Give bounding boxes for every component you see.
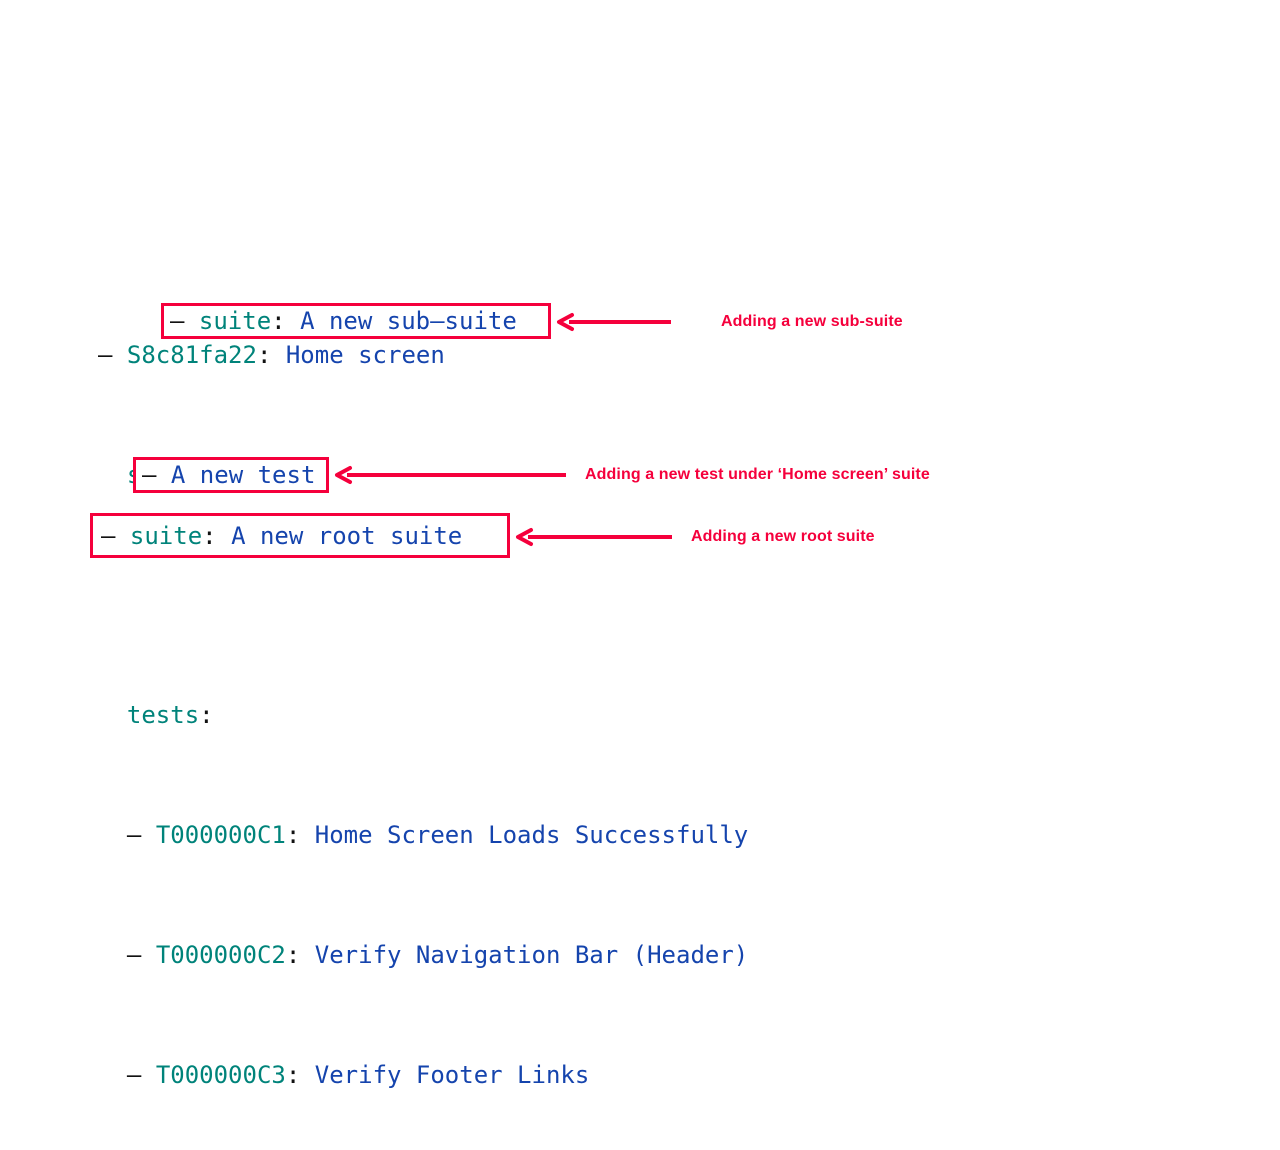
annotation-label-new-test: Adding a new test under ‘Home screen’ su… — [585, 466, 930, 483]
test-id: T000000C3 — [155, 1061, 286, 1089]
test-title: Verify Navigation Bar (Header) — [314, 941, 749, 969]
tree-row-tests-label: tests: — [98, 700, 748, 730]
bullet-dash-icon: – — [126, 941, 142, 969]
highlight-box-sub-suite[interactable]: – suite: A new sub–suite — [161, 303, 551, 339]
tree-row-root-suite[interactable]: – S8c81fa22: Home screen — [98, 340, 748, 370]
tree-row-test-3[interactable]: – T000000C3: Verify Footer Links — [98, 1060, 748, 1090]
new-test-name: A new test — [170, 461, 316, 489]
bullet-dash-icon: – — [98, 341, 113, 369]
colon: : — [271, 307, 286, 335]
colon: : — [256, 341, 272, 369]
suite-key: suite — [129, 521, 203, 550]
colon: : — [199, 701, 214, 729]
tree-row-test-2[interactable]: – T000000C2: Verify Navigation Bar (Head… — [98, 940, 748, 970]
root-suite-name: A new root suite — [231, 521, 463, 550]
test-title: Verify Footer Links — [314, 1061, 590, 1089]
annotation-label-sub-suite: Adding a new sub-suite — [721, 313, 903, 330]
suite-tree: – S8c81fa22: Home screen suites: tests: … — [98, 250, 748, 1150]
bullet-dash-icon: – — [142, 461, 157, 489]
suite-title: Home screen — [285, 341, 445, 369]
highlight-box-new-test[interactable]: – A new test — [133, 457, 329, 493]
test-id: T000000C2 — [155, 941, 286, 969]
colon: : — [202, 521, 217, 550]
bullet-dash-icon: – — [101, 521, 116, 550]
annotation-label-root-suite: Adding a new root suite — [691, 528, 875, 545]
suite-key: suite — [198, 307, 272, 335]
bullet-dash-icon: – — [126, 1061, 142, 1089]
colon: : — [285, 821, 301, 849]
tree-row-test-1[interactable]: – T000000C1: Home Screen Loads Successfu… — [98, 820, 748, 850]
suite-id: S8c81fa22 — [126, 341, 257, 369]
tree-row-sub-suite-placeholder — [98, 580, 748, 610]
highlight-box-root-suite[interactable]: – suite: A new root suite — [90, 513, 510, 558]
test-id: T000000C1 — [155, 821, 286, 849]
bullet-dash-icon: – — [126, 821, 142, 849]
colon: : — [285, 941, 301, 969]
colon: : — [285, 1061, 301, 1089]
tests-key: tests — [126, 701, 200, 729]
test-title: Home Screen Loads Successfully — [314, 821, 749, 849]
bullet-dash-icon: – — [170, 307, 185, 335]
sub-suite-name: A new sub–suite — [300, 307, 517, 335]
